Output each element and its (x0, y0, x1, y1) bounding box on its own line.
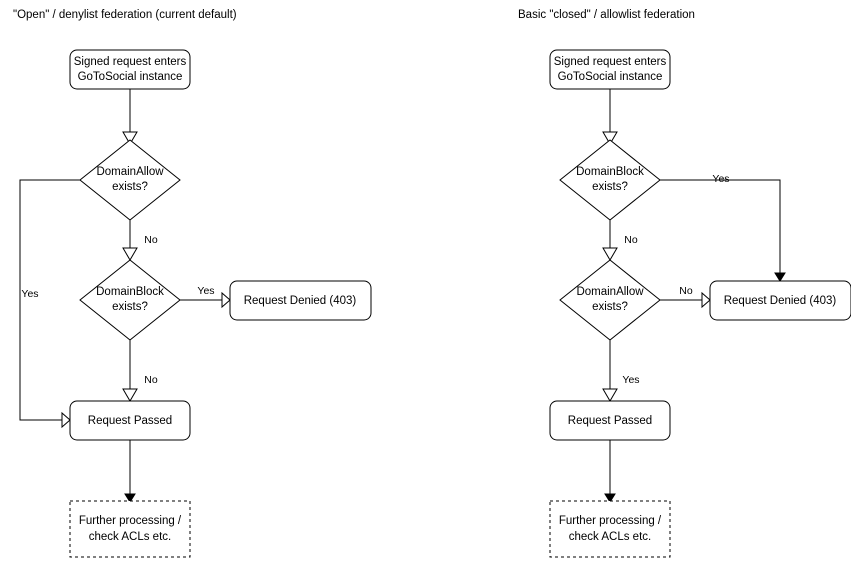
node-decision-domainallow-right: DomainAllow exists? (559, 259, 661, 341)
node-further-processing-left: Further processing / check ACLs etc. (69, 500, 191, 558)
arrowhead-open-icon (701, 291, 711, 309)
decision1-diamond-shape (79, 139, 181, 221)
node-entry-right: Signed request enters GoToSocial instanc… (549, 49, 671, 90)
edge-entry-to-decision1-right (602, 89, 618, 145)
node-request-passed-left: Request Passed (69, 400, 191, 441)
decision1-label-line1: DomainAllow (96, 166, 164, 178)
further-box-shape (549, 500, 671, 558)
edge-passed-to-further-left (124, 440, 136, 503)
decision2-label-line2: exists? (592, 301, 628, 313)
further-label-line2: check ACLs etc. (89, 531, 171, 543)
column-open-denylist: "Open" / denylist federation (current de… (13, 9, 372, 558)
arrowhead-open-icon (122, 131, 138, 145)
edge-label-domainallow-no: No (144, 234, 158, 246)
edge-domainallow-yes-left: Yes (19, 179, 80, 429)
node-decision-domainblock-right: DomainBlock exists? (559, 139, 661, 221)
arrowhead-filled-icon (774, 272, 786, 282)
edge-label-domainblock-yes: Yes (197, 285, 214, 297)
arrowhead-open-icon (122, 388, 138, 402)
edge-domainallow-no-left: No (122, 220, 158, 261)
entry-label-line1: Signed request enters (74, 56, 187, 68)
edge-domainblock-no-left: No (122, 340, 158, 402)
node-decision-domainblock-left: DomainBlock exists? (79, 259, 181, 341)
column-title-closed-allowlist: Basic "closed" / allowlist federation (518, 9, 695, 21)
arrowhead-open-icon (122, 247, 138, 261)
decision1-label-line1: DomainBlock (576, 166, 644, 178)
edge-label-domainallow-no: No (679, 285, 693, 297)
edge-passed-to-further-right (604, 440, 616, 503)
entry-label-line2: GoToSocial instance (78, 71, 183, 83)
edge-domainblock-yes-right: Yes (660, 173, 786, 282)
decision1-label-line2: exists? (112, 181, 148, 193)
node-request-passed-right: Request Passed (549, 400, 671, 441)
decision2-label-line2: exists? (112, 301, 148, 313)
arrowhead-open-icon (602, 388, 618, 402)
decision2-label-line1: DomainAllow (576, 286, 644, 298)
further-label-line1: Further processing / (559, 515, 662, 527)
edge-label-domainblock-no: No (624, 234, 638, 246)
edge-domainblock-no-right: No (602, 220, 638, 261)
arrowhead-open-icon (221, 291, 231, 309)
denied-label: Request Denied (403) (244, 295, 357, 307)
node-request-denied-left: Request Denied (403) (229, 280, 372, 321)
edge-label-domainblock-yes: Yes (712, 173, 729, 185)
arrowhead-filled-icon (604, 493, 616, 503)
arrowhead-open-icon (602, 131, 618, 145)
passed-label: Request Passed (568, 415, 652, 427)
edge-label-domainallow-yes: Yes (622, 374, 639, 386)
denied-box-shape (229, 280, 372, 321)
further-box-shape (69, 500, 191, 558)
edge-domainallow-no-right: No (660, 285, 711, 309)
decision1-diamond-shape (559, 139, 661, 221)
arrowhead-open-icon (602, 247, 618, 261)
entry-label-line1: Signed request enters (554, 56, 667, 68)
denied-label: Request Denied (403) (724, 295, 837, 307)
denied-box-shape (709, 280, 851, 321)
edge-label-domainblock-no: No (144, 374, 158, 386)
arrowhead-filled-icon (124, 493, 136, 503)
decision2-diamond-shape (79, 259, 181, 341)
edge-entry-to-decision1-left (122, 89, 138, 145)
passed-label: Request Passed (88, 415, 172, 427)
decision1-label-line2: exists? (592, 181, 628, 193)
node-request-denied-right: Request Denied (403) (709, 280, 851, 321)
further-label-line2: check ACLs etc. (569, 531, 651, 543)
arrowhead-open-icon (61, 411, 71, 429)
edge-label-domainallow-yes: Yes (21, 288, 38, 300)
node-entry-left: Signed request enters GoToSocial instanc… (69, 49, 191, 90)
node-further-processing-right: Further processing / check ACLs etc. (549, 500, 671, 558)
entry-label-line2: GoToSocial instance (558, 71, 663, 83)
column-title-open-denylist: "Open" / denylist federation (current de… (13, 9, 237, 21)
decision2-label-line1: DomainBlock (96, 286, 164, 298)
decision2-diamond-shape (559, 259, 661, 341)
node-decision-domainallow-left: DomainAllow exists? (79, 139, 181, 221)
edge-domainallow-yes-right: Yes (602, 340, 640, 402)
column-closed-allowlist: Basic "closed" / allowlist federation Si… (518, 9, 851, 558)
edge-domainblock-yes-left: Yes (180, 285, 231, 309)
further-label-line1: Further processing / (79, 515, 182, 527)
